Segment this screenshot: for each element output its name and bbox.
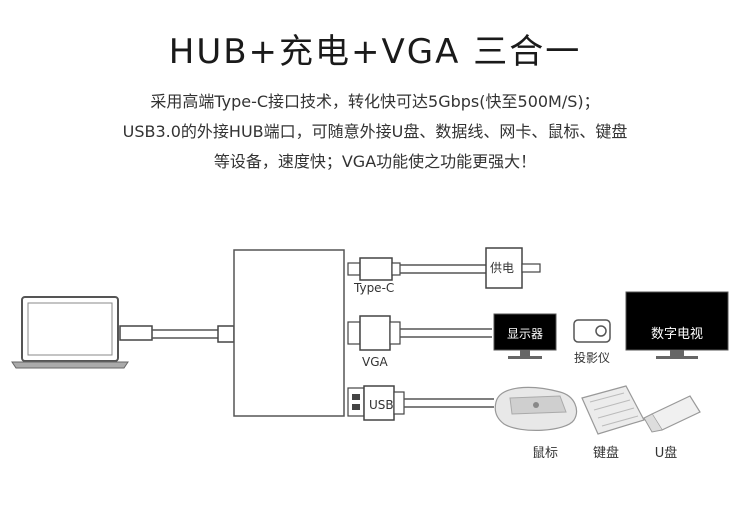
tv-label: 数字电视 xyxy=(651,327,703,342)
laptop-icon xyxy=(11,296,129,369)
page-title: HUB+充电+VGA 三合一 xyxy=(168,32,582,72)
usb-connector xyxy=(347,385,494,421)
description-line-1: 采用高端Type-C接口技术，转化快可达5Gbps(快至500M/S)； xyxy=(150,92,600,111)
vga-connector xyxy=(347,315,492,351)
description-line-3: 等设备，速度快；VGA功能使之功能更强大！ xyxy=(213,152,537,171)
laptop-cable xyxy=(119,325,235,343)
typec-label: Type-C xyxy=(353,281,394,295)
power-adapter-icon xyxy=(485,247,541,289)
projector-icon xyxy=(573,319,611,343)
hub-body xyxy=(233,249,345,417)
monitor-icon xyxy=(493,313,557,359)
typec-connector xyxy=(347,257,486,281)
monitor-label: 显示器 xyxy=(507,327,543,341)
udisk-label: U盘 xyxy=(655,445,678,461)
usb-label: USB xyxy=(369,398,394,412)
tv-icon xyxy=(625,291,729,359)
projector-label: 投影仪 xyxy=(574,350,610,365)
keyboard-label: 键盘 xyxy=(593,445,619,461)
keyboard-icon xyxy=(581,385,645,435)
vga-label: VGA xyxy=(362,355,389,369)
usb-drive-icon xyxy=(643,395,701,433)
mouse-icon xyxy=(494,386,578,431)
mouse-label: 鼠标 xyxy=(532,446,558,461)
power-label: 供电 xyxy=(490,261,514,275)
description-line-2: USB3.0的外接HUB端口，可随意外接U盘、数据线、网卡、鼠标、键盘 xyxy=(122,122,628,141)
